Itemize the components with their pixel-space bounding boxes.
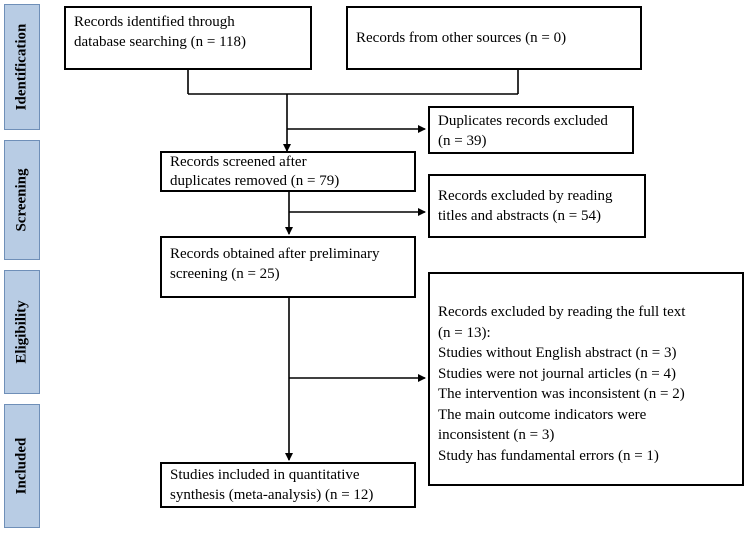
box-excluded-titles: Records excluded by reading titles and a… — [428, 174, 646, 238]
box-studies-included: Studies included in quantitative synthes… — [160, 462, 416, 508]
box-duplicates-excluded: Duplicates records excluded (n = 39) — [428, 106, 634, 154]
excluded-titles-line-1: Records excluded by reading — [438, 188, 613, 204]
other-sources-text: Records from other sources (n = 0) — [356, 30, 567, 46]
records-obtained-line-2: screening (n = 25) — [170, 266, 280, 282]
duplicates-excluded-line-2: (n = 39) — [438, 133, 487, 149]
excluded-full-text-line-1: Records excluded by reading the full tex… — [438, 304, 686, 320]
phase-bar-screening: Screening — [4, 140, 40, 260]
phase-bar-eligibility: Eligibility — [4, 270, 40, 394]
excluded-full-text-line-3: Studies without English abstract (n = 3) — [438, 345, 677, 361]
excluded-full-text-line-8: Study has fundamental errors (n = 1) — [438, 447, 659, 464]
excluded-full-text-line-2: (n = 13): — [438, 324, 491, 341]
records-screened-line-2: duplicates removed (n = 79) — [170, 173, 340, 189]
phase-bar-included: Included — [4, 404, 40, 528]
box-other-sources: Records from other sources (n = 0) — [346, 6, 642, 70]
box-excluded-full-text: Records excluded by reading the full tex… — [428, 272, 744, 486]
excluded-titles-line-2: titles and abstracts (n = 54) — [438, 208, 602, 224]
phase-bar-identification: Identification — [4, 4, 40, 130]
box-records-obtained: Records obtained after preliminary scree… — [160, 236, 416, 298]
duplicates-excluded-line-1: Duplicates records excluded — [438, 113, 608, 129]
database-records-line-2: database searching (n = 118) — [74, 34, 247, 50]
records-screened-line-1: Records screened after — [170, 154, 307, 170]
box-records-screened: Records screened after duplicates remove… — [160, 151, 416, 192]
excluded-full-text-line-7: inconsistent (n = 3) — [438, 427, 555, 443]
excluded-full-text-line-4: Studies were not journal articles (n = 4… — [438, 365, 676, 382]
studies-included-line-1: Studies included in quantitative — [170, 467, 360, 483]
excluded-full-text-line-5: The intervention was inconsistent (n = 2… — [438, 386, 685, 402]
box-database-records: Records identified through database sear… — [64, 6, 312, 70]
studies-included-line-2: synthesis (meta-analysis) (n = 12) — [170, 487, 374, 503]
excluded-full-text-line-6: The main outcome indicators were — [438, 406, 647, 423]
records-obtained-line-1: Records obtained after preliminary — [170, 246, 380, 262]
database-records-line-1: Records identified through — [74, 14, 235, 30]
